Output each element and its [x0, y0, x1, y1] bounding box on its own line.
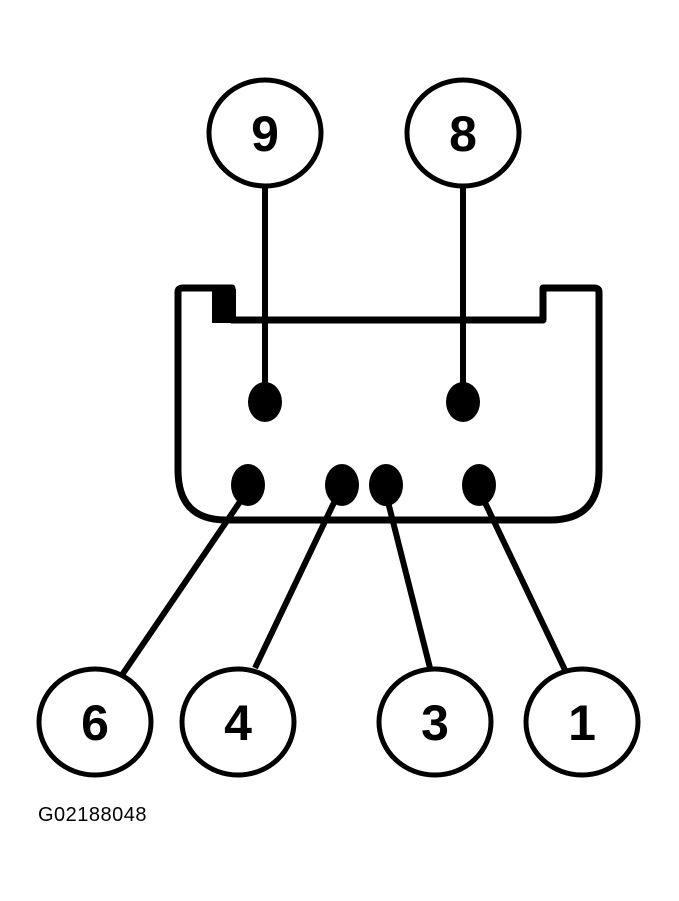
connector-body [174, 284, 603, 524]
pin-terminal-1 [462, 464, 496, 506]
callout-circle-3 [376, 666, 494, 778]
connector-key-tab [212, 289, 236, 323]
leader-line-3 [382, 489, 433, 669]
pin-terminal-6 [231, 464, 265, 506]
pin-terminal-4 [325, 464, 359, 506]
callout-label-1: 1 [568, 695, 596, 751]
callout-circle-1 [523, 666, 641, 778]
leader-line-6 [119, 488, 251, 677]
leader-line-1 [476, 488, 568, 672]
pin-terminal-8 [446, 382, 480, 422]
callout-circle-8 [404, 77, 522, 189]
callout-label-6: 6 [81, 695, 109, 751]
leader-line-4 [252, 488, 343, 670]
callout-label-9: 9 [251, 106, 279, 162]
callout-label-3: 3 [421, 695, 449, 751]
pin-terminal-3 [369, 464, 403, 506]
callout-circle-9 [206, 77, 324, 189]
callout-label-4: 4 [224, 695, 252, 751]
pin-terminal-9 [248, 382, 282, 422]
figure-id: G02188048 [38, 804, 148, 826]
callout-circle-6 [36, 666, 154, 778]
callout-circle-4 [179, 666, 297, 778]
callout-label-8: 8 [449, 106, 477, 162]
